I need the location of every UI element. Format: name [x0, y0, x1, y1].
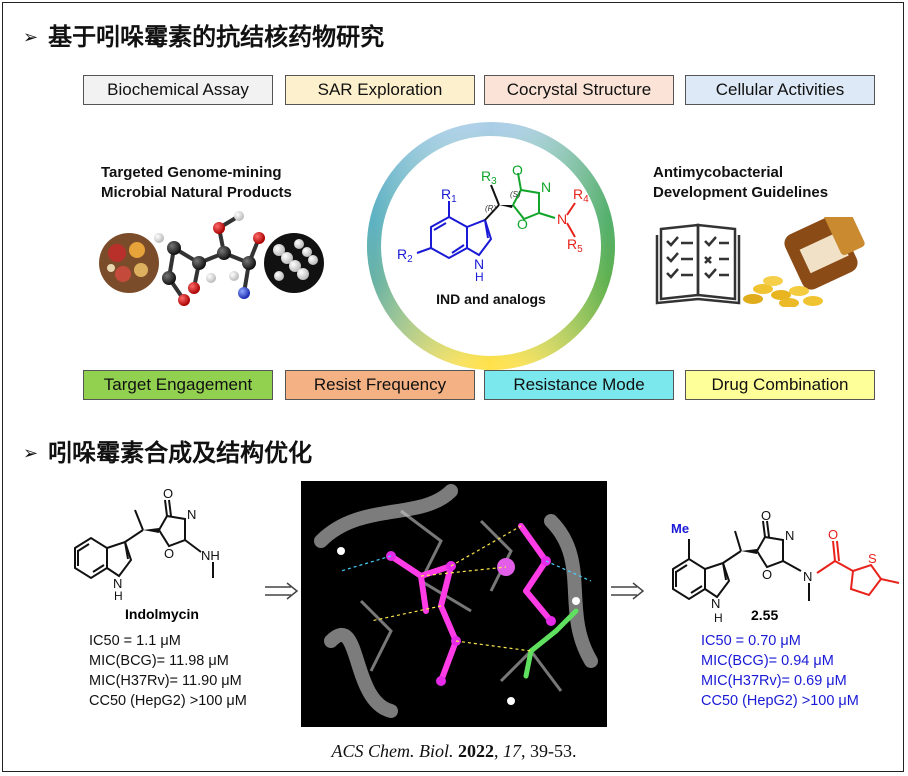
indolmycin-mic-h37rv: MIC(H37Rv)= 11.90 μM: [89, 673, 242, 689]
ring-o-label: O: [517, 216, 528, 232]
checklist-book-icon: [655, 223, 741, 305]
svg-text:S: S: [868, 551, 877, 566]
citation-volume: 17: [503, 741, 521, 761]
svg-text:H: H: [114, 589, 123, 603]
right-caption-line2: Development Guidelines: [653, 184, 829, 201]
indolmycin-ic50: IC50 = 1.1 μM: [89, 633, 181, 649]
svg-text:N: N: [113, 576, 122, 591]
compound-name: 2.55: [751, 607, 779, 623]
svg-text:O: O: [828, 527, 838, 542]
methyl-label: Me: [671, 521, 689, 536]
svg-text:O: O: [164, 546, 174, 561]
bacteria-chain-icon: [264, 233, 324, 293]
ring-label: IND and analogs: [436, 291, 546, 307]
indolmycin-cc50: CC50 (HepG2) >100 μM: [89, 693, 247, 709]
oxazolone-ring: [512, 172, 556, 221]
svg-text:N: N: [785, 528, 794, 543]
compound-cc50: CC50 (HepG2) >100 μM: [701, 693, 859, 709]
compound-mic-h37rv: MIC(H37Rv)= 0.69 μM: [701, 673, 847, 689]
ring-n-label: N: [541, 179, 551, 195]
indolmycin-data: IC50 = 1.1 μM MIC(BCG)= 11.98 μM MIC(H37…: [89, 631, 247, 711]
svg-text:N: N: [711, 596, 720, 611]
compound-255-structure: Me O N O N N O S: [671, 511, 900, 611]
double-arrow-icon-right: [611, 582, 645, 600]
tag-drug-combination: Drug Combination: [685, 370, 875, 400]
svg-text:(S): (S): [510, 190, 521, 199]
tag-target-engagement: Target Engagement: [83, 370, 273, 400]
pill-bottle-icon: [743, 217, 865, 307]
indole-n-label: N: [474, 256, 484, 272]
svg-text:O: O: [761, 511, 771, 523]
svg-text:R4: R4: [573, 186, 589, 205]
compound-data: IC50 = 0.70 μM MIC(BCG)= 0.94 μM MIC(H37…: [701, 631, 859, 711]
left-caption-line1: Targeted Genome-mining: [101, 164, 282, 181]
svg-text:NH: NH: [201, 548, 220, 563]
tag-biochemical-assay: Biochemical Assay: [83, 75, 273, 105]
svg-text:R1: R1: [441, 186, 457, 205]
amine-n-label: N: [557, 211, 567, 227]
analog-ring-diagram: O N O N N H R3 R1 R2 R4 R5 (R) (S) IND a…: [367, 122, 615, 370]
svg-text:N: N: [803, 569, 812, 584]
left-caption-line2: Microbial Natural Products: [101, 184, 292, 201]
indolmycin-name: Indolmycin: [125, 606, 199, 622]
svg-text:O: O: [762, 567, 772, 582]
section1-title: ➢ 基于吲哚霉素的抗结核药物研究: [23, 17, 384, 52]
carbonyl-o-label: O: [512, 162, 523, 178]
indolmycin-structure: O N O NH N H: [74, 488, 220, 603]
indolmycin-mic-bcg: MIC(BCG)= 11.98 μM: [89, 653, 229, 669]
svg-text:R2: R2: [397, 246, 413, 265]
arrow-bullet-icon: ➢: [23, 443, 39, 464]
svg-text:R3: R3: [481, 168, 497, 187]
compound-ic50: IC50 = 0.70 μM: [701, 633, 801, 649]
citation-pages: , 39-53.: [521, 741, 577, 761]
petri-dish-icon: [99, 233, 159, 293]
guidelines-illustration: [655, 217, 865, 307]
section1-title-text: 基于吲哚霉素的抗结核药物研究: [48, 23, 385, 51]
left-caption: Targeted Genome-mining Microbial Natural…: [101, 163, 341, 203]
tag-resistance-mode: Resistance Mode: [484, 370, 674, 400]
indole-core: [416, 201, 493, 260]
right-caption-line1: Antimycobacterial: [653, 164, 784, 181]
natural-products-illustration: [99, 211, 324, 306]
svg-text:(R): (R): [485, 204, 496, 213]
tag-sar-exploration: SAR Exploration: [285, 75, 475, 105]
citation: ACS Chem. Biol. 2022, 17, 39-53.: [331, 741, 577, 761]
cocrystal-image: [301, 481, 607, 727]
indole-h-label: H: [475, 270, 484, 284]
svg-text:R5: R5: [567, 236, 583, 255]
tag-cellular-activities: Cellular Activities: [685, 75, 875, 105]
compound-mic-bcg: MIC(BCG)= 0.94 μM: [701, 653, 834, 669]
tag-cocrystal-structure: Cocrystal Structure: [484, 75, 674, 105]
double-arrow-icon-left: [265, 582, 299, 600]
section2-title: ➢ 吲哚霉素合成及结构优化: [23, 433, 312, 468]
section2-title-text: 吲哚霉素合成及结构优化: [48, 439, 313, 467]
svg-text:O: O: [163, 488, 173, 501]
citation-year: 2022: [458, 741, 494, 761]
tag-resist-frequency: Resist Frequency: [285, 370, 475, 400]
arrow-bullet-icon: ➢: [23, 27, 39, 48]
citation-journal: ACS Chem. Biol.: [331, 741, 454, 761]
svg-text:N: N: [187, 507, 196, 522]
right-caption: Antimycobacterial Development Guidelines: [653, 163, 873, 203]
